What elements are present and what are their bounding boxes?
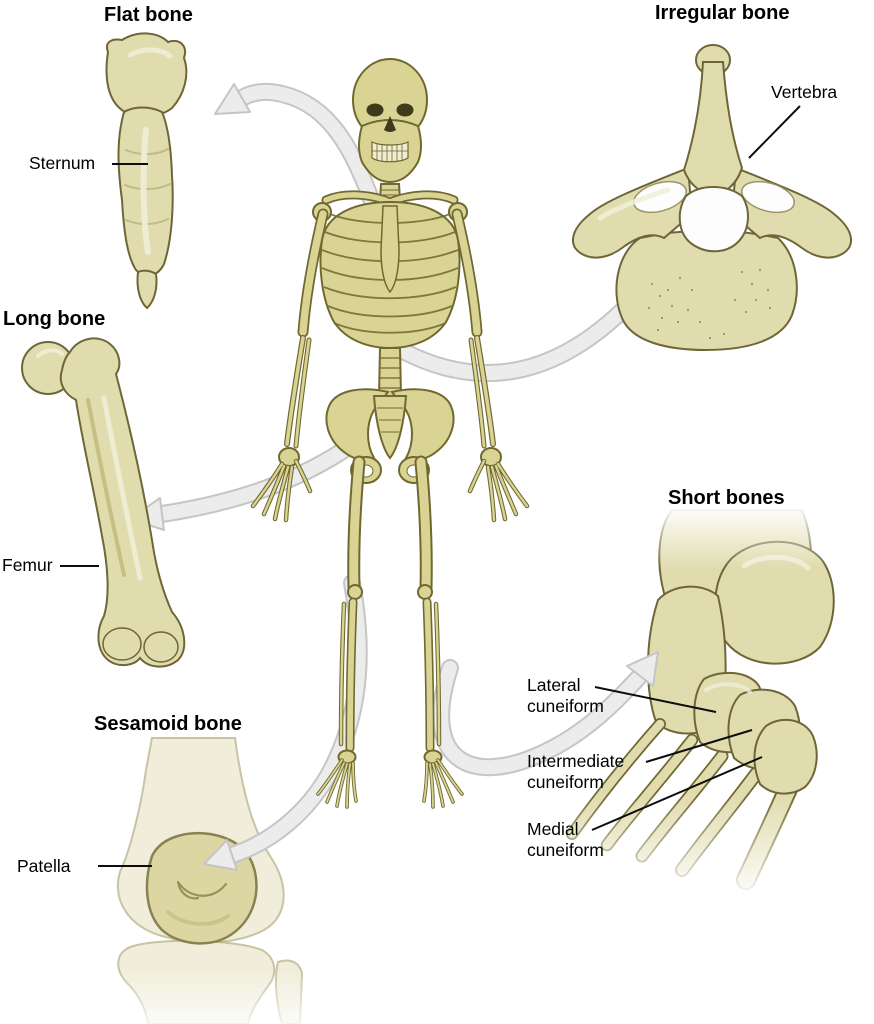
sternum-label: Sternum — [29, 153, 96, 173]
sternum-flat-bone-illustration — [105, 32, 188, 310]
femur-shading — [86, 398, 126, 577]
left-leg — [316, 455, 366, 809]
lateral-condyle — [143, 631, 179, 663]
medial-cuneiform-label-line1: Medial — [527, 819, 579, 839]
lumbar-spine — [377, 347, 403, 397]
lateral-cuneiform-label: Lateral cuneiform — [527, 675, 604, 717]
femur-highlight — [101, 395, 143, 581]
foot-bottom-fade — [536, 795, 874, 905]
long-bone-title: Long bone — [3, 308, 106, 330]
femur-long-bone-illustration — [21, 337, 186, 668]
medial-cuneiform-bone — [753, 718, 818, 795]
spinous-process — [682, 61, 744, 196]
knee-sesamoid-illustration — [80, 737, 330, 1024]
sternum-on-skeleton — [380, 205, 400, 294]
short-bones-title: Short bones — [668, 487, 785, 509]
flat-bone-title: Flat bone — [104, 4, 193, 26]
lumbar-lines — [379, 357, 401, 389]
sacrum-lines — [377, 407, 403, 433]
lateral-cuneiform-leader-line — [594, 686, 717, 713]
arrow-to-short-bones — [432, 651, 659, 776]
vertebra-irregular-bone-illustration — [572, 44, 852, 352]
lateral-cuneiform-label-line2: cuneiform — [527, 696, 604, 716]
patella-shading — [166, 910, 230, 926]
sesamoid-bone-title: Sesamoid bone — [94, 713, 242, 735]
patella-detail-lines — [176, 880, 228, 900]
teeth — [371, 141, 409, 163]
sacrum — [372, 395, 408, 460]
toes — [316, 758, 358, 809]
patella-label: Patella — [17, 856, 71, 876]
medial-cuneiform-label-line2: cuneiform — [527, 840, 604, 860]
vertebral-body — [615, 229, 798, 352]
bone-highlight — [704, 682, 752, 694]
medial-condyle — [102, 627, 142, 661]
femur-label: Femur — [2, 555, 53, 575]
arrow-to-sesamoid-bone — [203, 574, 368, 871]
intermediate-cuneiform-label-line1: Intermediate — [527, 751, 625, 771]
bone-stipple-texture — [648, 269, 771, 339]
left-arm — [250, 208, 329, 523]
vertebral-foramen — [678, 186, 749, 253]
foot-top-fade — [540, 500, 874, 568]
knee-patella — [347, 584, 363, 600]
leader-lines — [60, 105, 801, 867]
fingers — [250, 458, 313, 523]
medial-cuneiform-leader-line — [591, 756, 763, 831]
central-skeleton — [250, 58, 527, 809]
intermediate-cuneiform-leader-line — [645, 729, 753, 763]
teeth-lines — [372, 143, 408, 161]
right-articular-facet — [741, 180, 795, 214]
intermediate-cuneiform-label: Intermediate cuneiform — [527, 751, 624, 793]
lateral-cuneiform-label-line1: Lateral — [527, 675, 581, 695]
clavicles — [323, 192, 457, 205]
arrow-to-long-bone — [129, 437, 359, 531]
right-eye-socket — [396, 103, 414, 117]
arrow-to-flat-bone — [214, 82, 390, 237]
intermediate-cuneiform-label-line2: cuneiform — [527, 772, 604, 792]
medial-cuneiform-label: Medial cuneiform — [527, 819, 604, 861]
vertebra-leader-line — [748, 105, 801, 159]
xiphoid-process — [136, 269, 158, 310]
irregular-bone-title: Irregular bone — [655, 2, 790, 24]
left-eye-socket — [366, 103, 384, 117]
manubrium — [105, 32, 188, 118]
vertebra-highlight — [597, 187, 671, 221]
vertebra-label: Vertebra — [771, 82, 838, 102]
sternum-highlight — [140, 127, 151, 255]
femur-head-highlight — [36, 348, 64, 358]
manubrium-highlight — [127, 47, 173, 59]
knee-bottom-fade — [80, 970, 330, 1024]
nasal-cavity — [384, 116, 396, 132]
